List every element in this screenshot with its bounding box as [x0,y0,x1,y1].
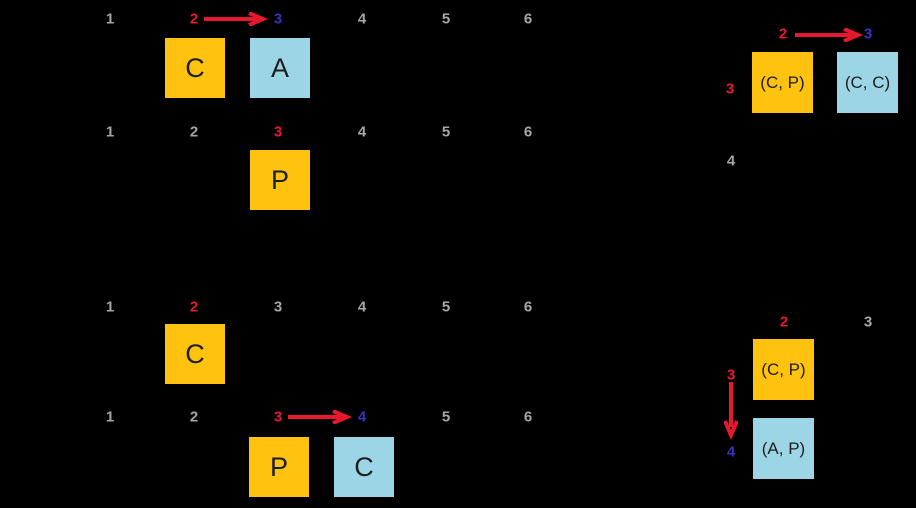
cell-letter: C [354,451,374,482]
col-index-label: 3 [863,313,873,331]
pointer-label: 2 [189,298,199,316]
index-label: 1 [105,10,115,28]
pair-label: (C, P) [761,360,806,379]
index-label: 2 [189,123,199,141]
pair-box: (C, P) [752,52,813,113]
index-label: 6 [523,298,533,316]
pair-box: (C, P) [753,339,814,400]
index-label: 5 [441,298,451,316]
row-pointer-from-label: 3 [726,366,736,384]
arrow-right-icon [288,410,353,424]
pointer-to-label: 4 [357,408,367,426]
index-label: 4 [357,123,367,141]
col-pointer-to-label: 3 [863,25,873,43]
cell-box: C [334,437,394,497]
cell-box: P [250,150,310,210]
col-pointer-from-label: 2 [778,25,788,43]
cell-box: C [165,38,225,98]
cell-letter: P [269,451,288,482]
col-pointer-label: 2 [779,313,789,331]
pair-label: (C, C) [844,73,891,92]
index-label: 4 [357,298,367,316]
cell-box: A [250,38,310,98]
cell-letter: C [185,52,205,83]
pair-box: (A, P) [753,418,814,479]
index-label: 1 [105,123,115,141]
cell-box: C [165,324,225,384]
pointer-from-label: 2 [189,10,199,28]
row-pointer-to-label: 4 [726,443,736,461]
cell-letter: C [185,338,205,369]
index-label: 3 [273,298,283,316]
index-label: 4 [357,10,367,28]
row-index-label: 4 [726,152,736,170]
arrow-right-icon [795,28,864,42]
arrow-right-icon [204,12,269,26]
arrow-down-icon [724,382,738,441]
index-label: 5 [441,10,451,28]
index-label: 1 [105,408,115,426]
index-label: 2 [189,408,199,426]
pair-box: (C, C) [837,52,898,113]
row-pointer-label: 3 [725,80,735,98]
index-label: 6 [523,10,533,28]
cell-letter: P [270,164,289,195]
index-label: 1 [105,298,115,316]
pair-label: (A, P) [761,439,806,458]
index-label: 5 [441,408,451,426]
pointer-from-label: 3 [273,408,283,426]
cell-box: P [249,437,309,497]
index-label: 5 [441,123,451,141]
index-label: 6 [523,123,533,141]
pointer-label: 3 [273,123,283,141]
cell-letter: A [270,52,289,83]
index-label: 6 [523,408,533,426]
pair-label: (C, P) [760,73,805,92]
pointer-to-label: 3 [273,10,283,28]
